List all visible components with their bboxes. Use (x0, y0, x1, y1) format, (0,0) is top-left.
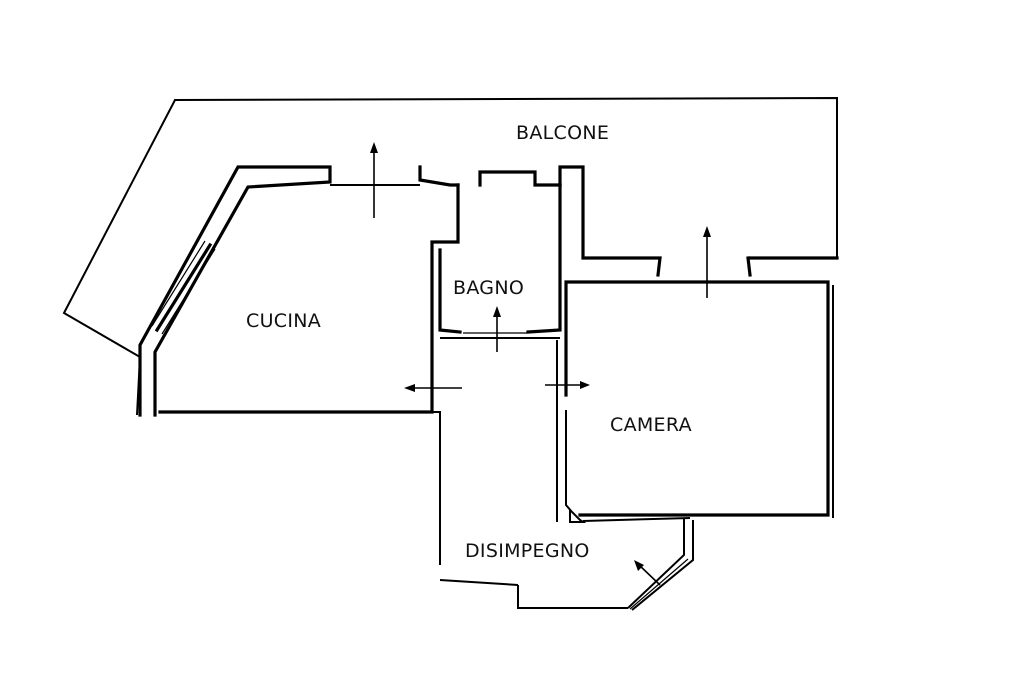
door-arrow-bedroom (545, 381, 590, 389)
room-label-bagno: BAGNO (453, 277, 524, 299)
room-label-balcone: BALCONE (516, 122, 609, 144)
door-arrow-bedroom-balcony (703, 226, 711, 298)
room-label-disimpegno: DISIMPEGNO (465, 540, 590, 562)
bathroom-walls (438, 183, 562, 339)
door-arrow-bathroom (493, 306, 501, 352)
kitchen-window (151, 240, 216, 335)
door-arrow-kitchen-balcony (370, 142, 378, 218)
balcony-outline (62, 96, 838, 416)
exterior-wall-north (138, 165, 839, 417)
bedroom-walls (564, 280, 834, 523)
corridor-walls (432, 340, 628, 609)
room-label-camera: CAMERA (610, 414, 692, 436)
door-arrow-entrance (634, 560, 661, 586)
door-arrow-kitchen (404, 384, 462, 392)
room-label-cucina: CUCINA (246, 310, 321, 332)
